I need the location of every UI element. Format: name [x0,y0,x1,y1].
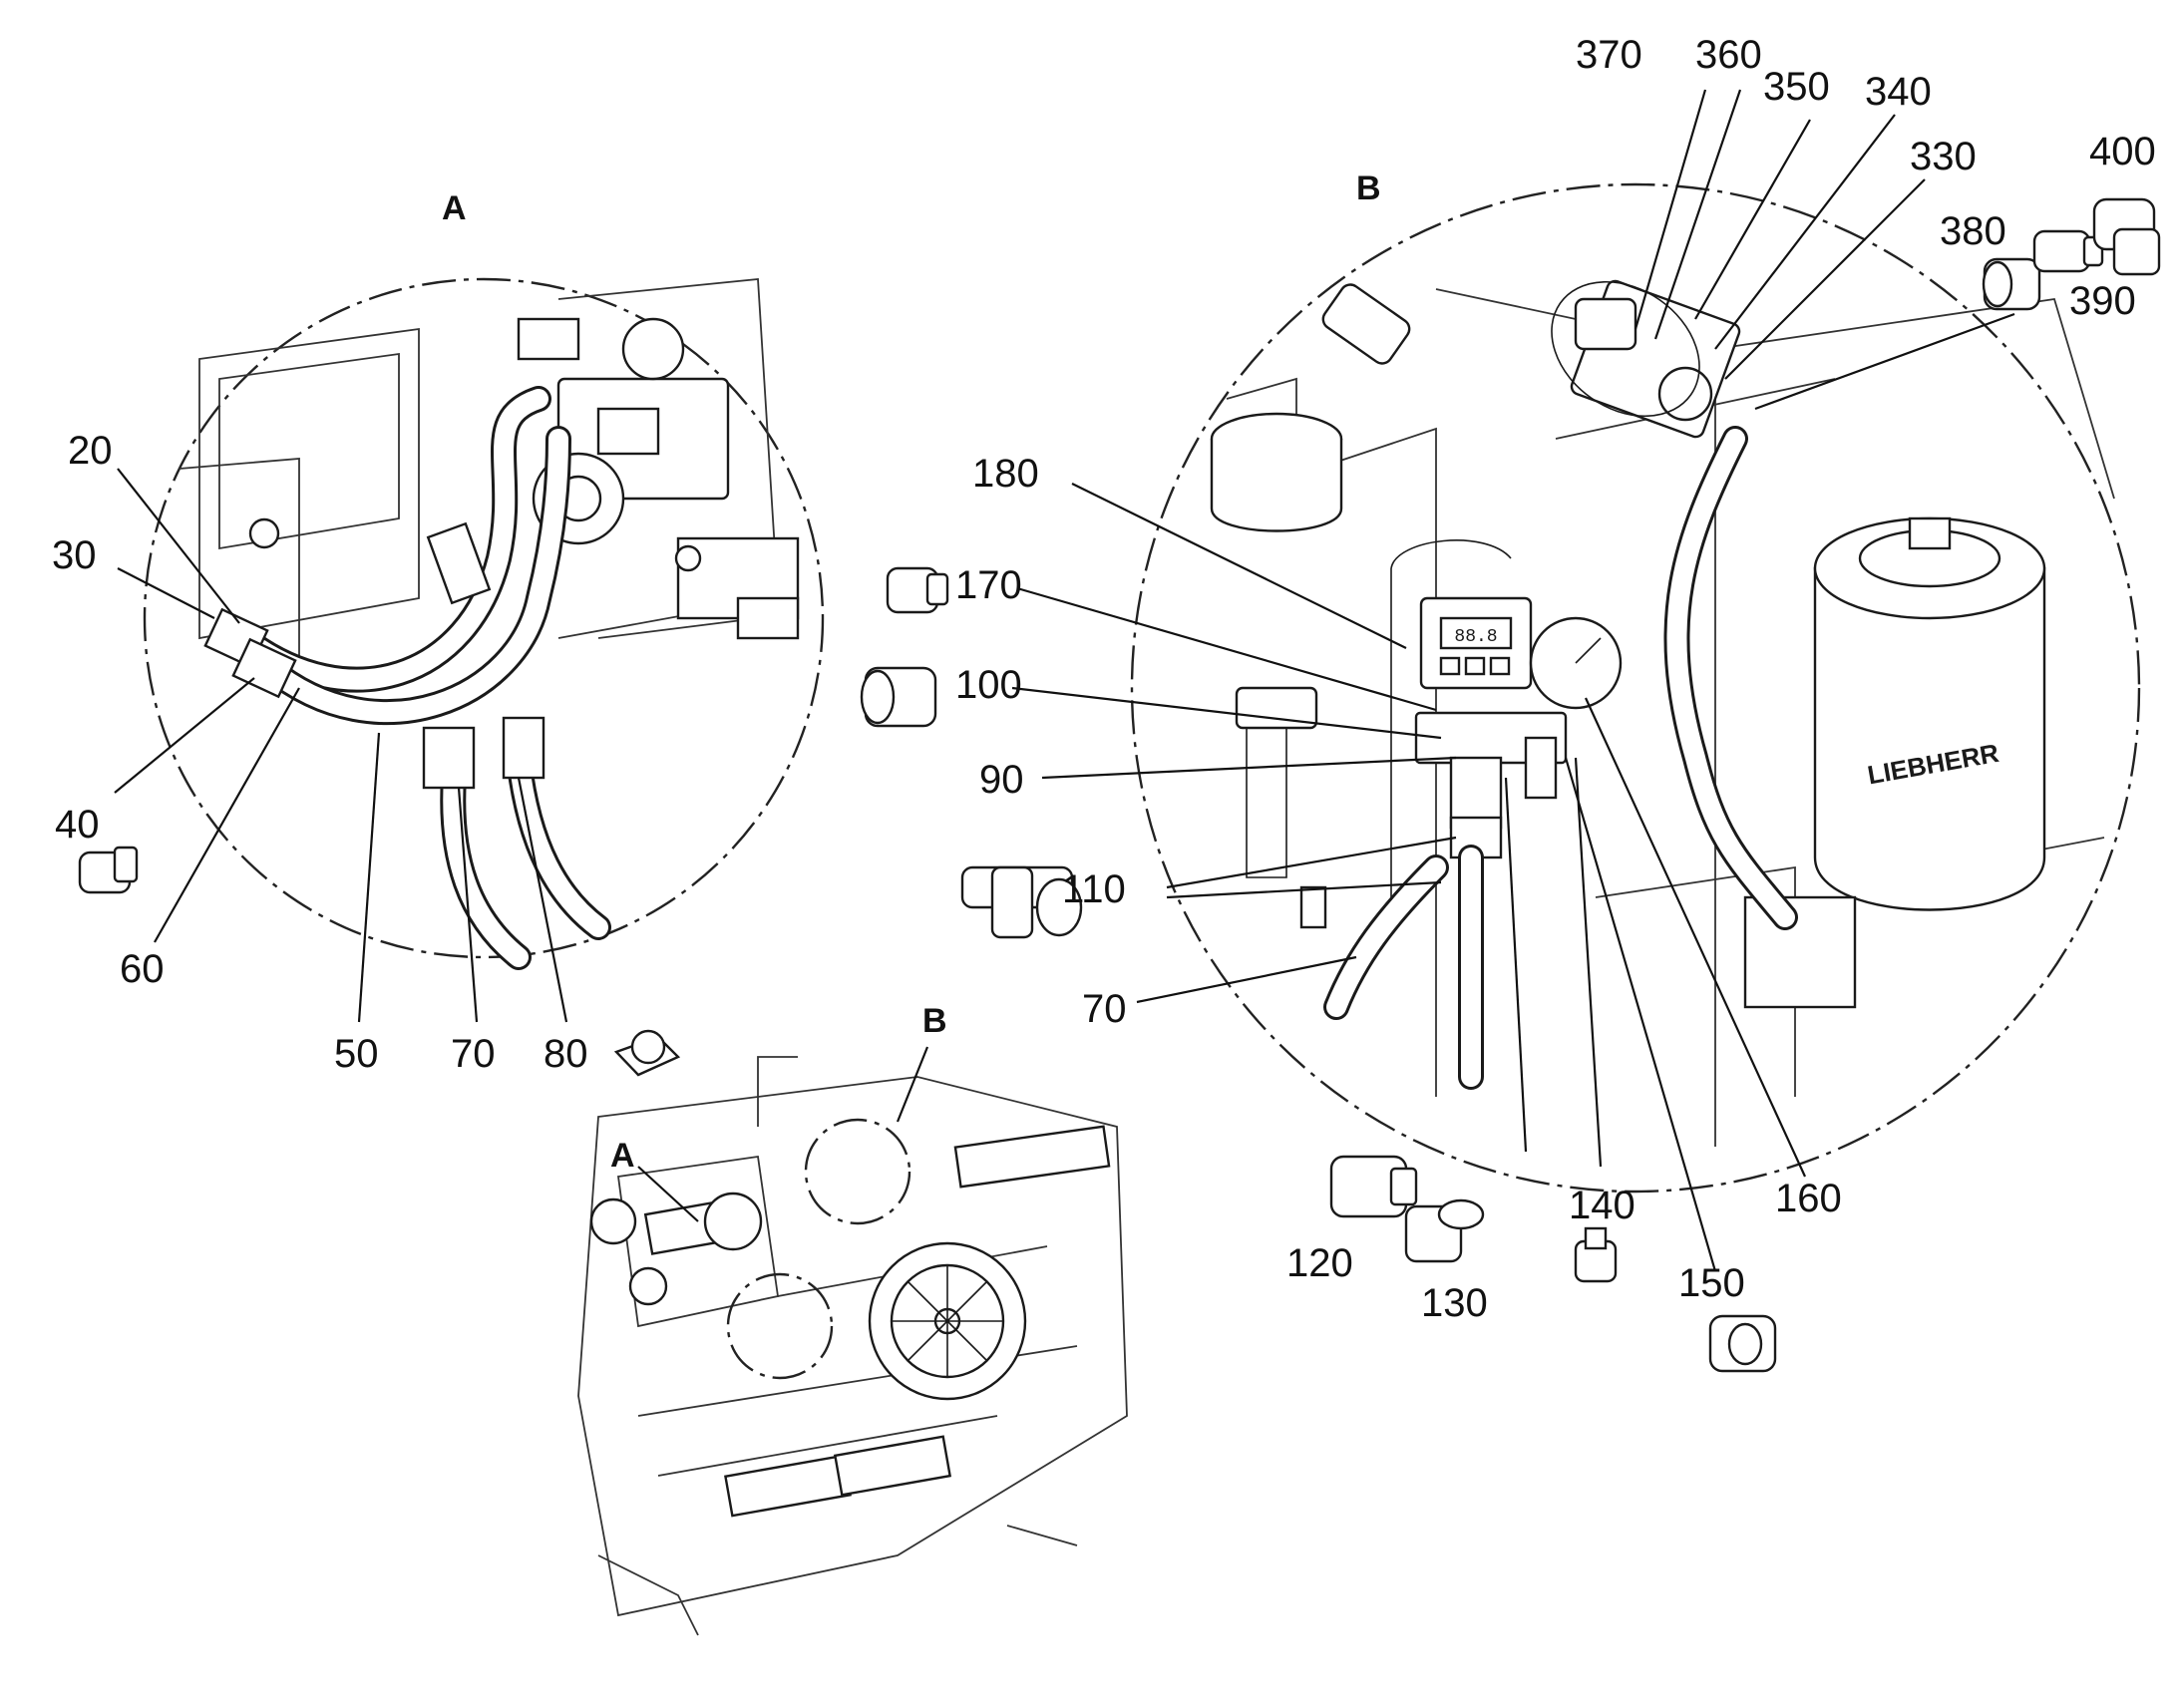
callout-b-70: 70 [1082,987,1127,1031]
loose-part-120 [1329,1155,1418,1218]
callout-b-120: 120 [1286,1241,1353,1285]
loose-part-100 [860,666,937,728]
callout-b-340: 340 [1865,70,1932,114]
view-a-leaders [114,468,568,1023]
callout-b-170: 170 [955,563,1022,607]
overview-circle-a [726,1272,834,1380]
callout-a-40: 40 [55,803,100,847]
callout-b-400: 400 [2089,130,2156,173]
view-a-loose-part-40 [78,846,139,894]
callout-b-350: 350 [1763,65,1830,109]
callout-b-150: 150 [1678,1261,1745,1305]
overview-label-b: B [922,1002,947,1040]
callout-b-360: 360 [1695,33,1762,77]
loose-part-400 [2092,197,2161,276]
view-a-title: A [442,189,467,227]
callout-b-140: 140 [1569,1184,1635,1227]
overview-label-a: A [610,1137,635,1175]
callout-b-100: 100 [955,663,1022,707]
callout-b-330: 330 [1910,135,1977,178]
overview-circle-b [804,1118,911,1225]
loose-part-150 [1708,1314,1777,1373]
loose-part-130 [1404,1198,1485,1263]
callout-a-70: 70 [451,1032,496,1076]
loose-part-170 [886,566,949,614]
callout-a-50: 50 [334,1032,379,1076]
callout-b-370: 370 [1576,33,1642,77]
detail-view-b: B LIEBHERR [860,33,2161,1373]
view-a-machine-detail [179,278,800,970]
callout-b-380: 380 [1940,209,2006,253]
callout-b-130: 130 [1421,1281,1488,1325]
view-b-title: B [1356,170,1381,207]
callout-b-390: 390 [2069,279,2136,323]
view-b-leaders [1011,89,2015,1272]
loose-part-390 [2032,229,2104,273]
view-b-machine-detail: LIEBHERR 88.8 [1210,279,2115,1147]
loose-part-110 [960,865,1083,939]
loose-part-140 [1574,1226,1618,1283]
callout-b-90: 90 [979,758,1024,802]
callout-b-110: 110 [1062,867,1126,911]
callout-b-160: 160 [1775,1177,1842,1220]
loose-part-380 [1982,257,2041,311]
detail-view-a: A [52,189,825,1077]
detail-circle-b [1130,182,2141,1194]
callout-a-20: 20 [68,429,113,473]
callout-a-80: 80 [544,1032,588,1076]
switch-display-readout: 88.8 [1454,627,1497,647]
callout-b-180: 180 [972,452,1039,496]
view-a-loose-part-80 [613,1029,681,1077]
callout-a-60: 60 [120,947,165,991]
callout-a-30: 30 [52,533,97,577]
machine-overview: B A [577,1002,1128,1636]
detail-circle-a [143,277,825,959]
